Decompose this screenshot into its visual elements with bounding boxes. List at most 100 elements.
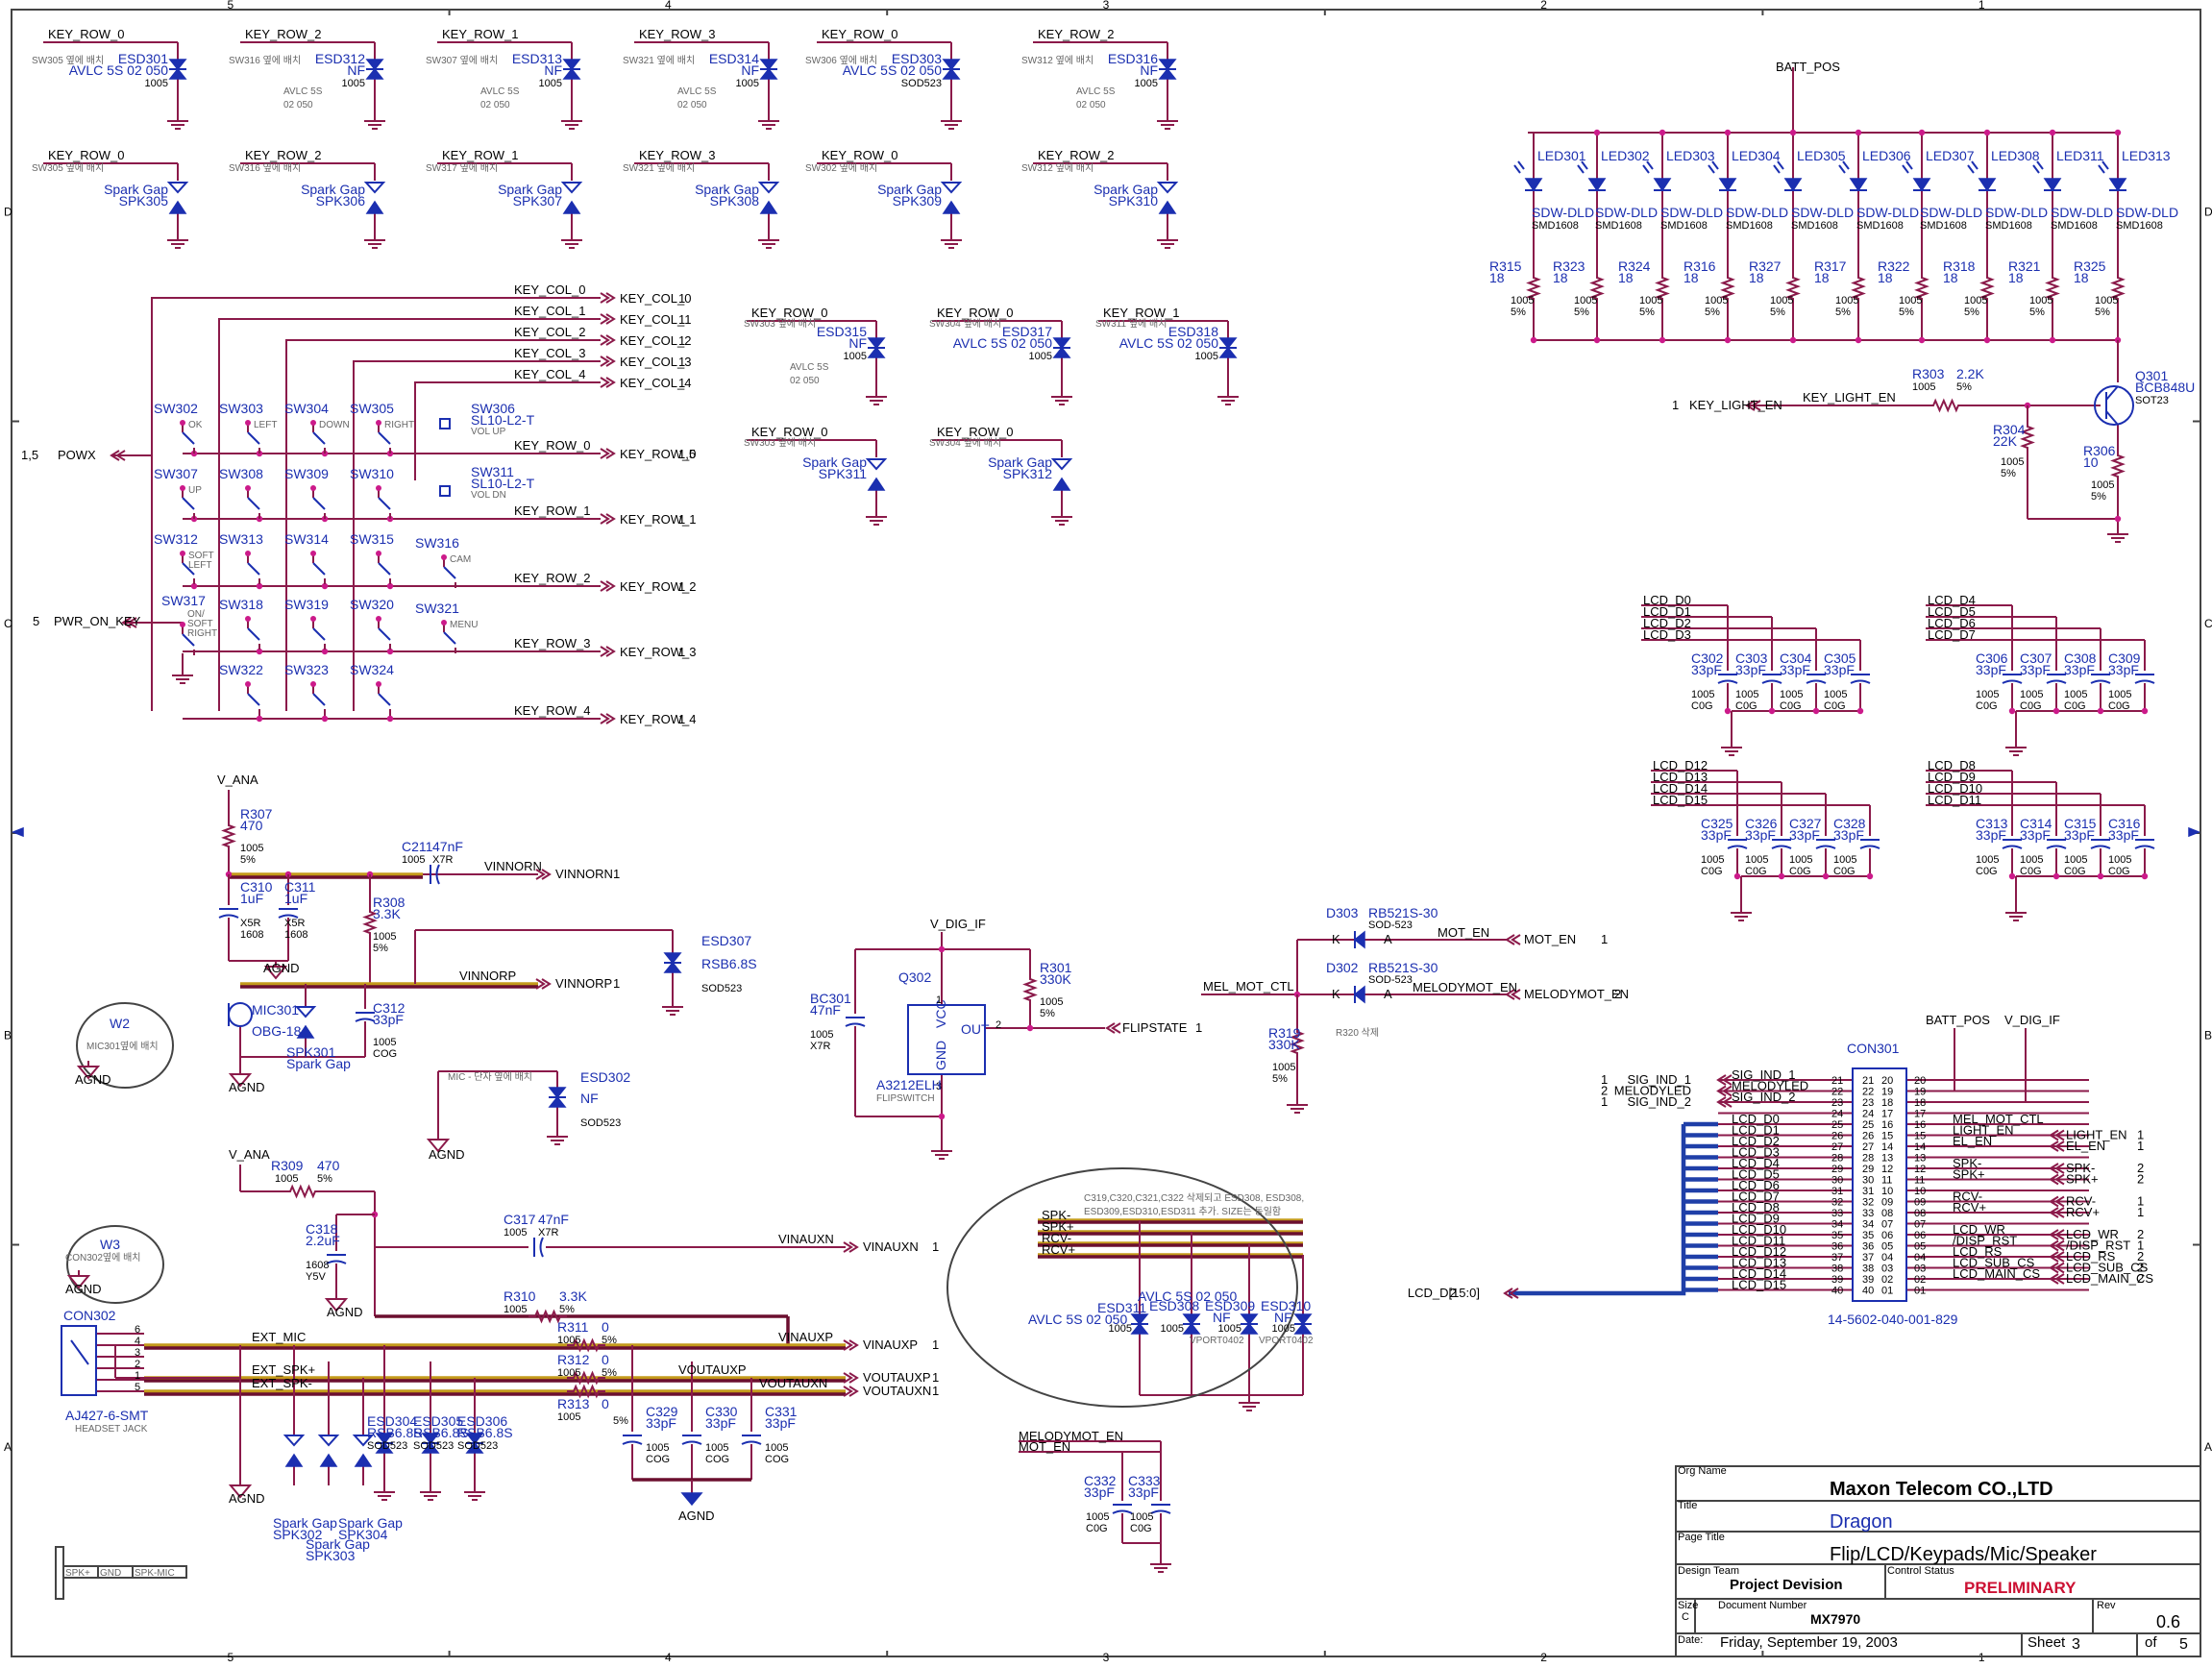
r308-ref: R308	[373, 895, 406, 910]
lcd-cap-package: 1005	[2108, 689, 2131, 700]
esd-package: SOD523	[901, 78, 942, 89]
diode-D303	[1353, 930, 1365, 949]
lcd-net-label: LCD_D11	[1928, 793, 1981, 807]
key-col-net: KEY_COL_0	[514, 282, 585, 297]
key-col-net: KEY_COL_4	[514, 367, 585, 381]
con301-out-port-2	[2054, 1251, 2065, 1263]
con301-out-port-2	[2054, 1239, 2065, 1252]
col-marker-top: 5	[227, 0, 233, 12]
con301-inner-right-pin: 05	[1881, 1241, 1893, 1253]
esd-value: NF	[741, 62, 759, 78]
spk-ref: SPK312	[1003, 466, 1053, 481]
key-col-port-2	[605, 377, 616, 388]
led-resistor-ref: R323	[1553, 258, 1585, 274]
led-resistor-R327	[1785, 271, 1801, 306]
lcd-cap-package: 1005	[1976, 689, 1999, 700]
con301-left-net: LCD_D5	[1732, 1167, 1780, 1182]
con301-left-pin: 40	[1831, 1286, 1843, 1297]
sw306-function: VOL UP	[471, 427, 506, 437]
parts-layer	[55, 59, 2155, 1600]
resistor-zigzag	[1979, 271, 1995, 306]
con301-inner-left-pin: 38	[1862, 1263, 1874, 1275]
switch-function: LEFT	[188, 560, 211, 571]
con301-right-net: /DISP_RST	[1953, 1234, 2017, 1248]
vinauxp-net: VINAUXP	[778, 1330, 833, 1344]
con301-inner-left-pin: 22	[1862, 1087, 1874, 1098]
lcd-cap-package: 1005	[1701, 854, 1724, 866]
tvs-lower	[168, 67, 187, 80]
keylight-net: KEY_LIGHT_EN	[1803, 390, 1896, 405]
switch-node	[245, 681, 251, 687]
d302-ref: D302	[1326, 960, 1359, 975]
con302-ref: CON302	[63, 1308, 116, 1323]
con301-out-port-label: SPK-	[2066, 1161, 2095, 1175]
con301-right-net: LCD_RS	[1953, 1244, 2003, 1259]
lcd-cap-package: 1005	[1833, 854, 1856, 866]
spark-lower	[319, 1453, 338, 1467]
junction-dot	[1530, 336, 1537, 344]
bottom-box-label: SPK+	[65, 1568, 90, 1579]
con301-left-net: LCD_D3	[1732, 1145, 1780, 1160]
switch-function: DOWN	[319, 420, 350, 430]
resistor-zigzag	[1851, 271, 1866, 306]
vinauxp-label: VINAUXP	[863, 1337, 918, 1352]
pwr-port	[121, 617, 132, 628]
led-resistor-tolerance: 5%	[1639, 307, 1655, 318]
con301-out-port-2	[2054, 1207, 2065, 1218]
switch-ref: SW310	[350, 466, 394, 481]
spk-ref: SPK308	[710, 193, 760, 208]
powx-port-2	[115, 450, 126, 461]
flip-vdig-net: V_DIG_IF	[930, 917, 986, 931]
lcd-cap-C303	[1761, 674, 1782, 684]
switch-SW315	[376, 551, 391, 584]
q302-pin2: 2	[995, 1019, 1001, 1031]
r306-value: 10	[2083, 454, 2099, 470]
con301-right-pin: 14	[1914, 1141, 1926, 1153]
spk-placement-note: SW305 옆에 배치	[32, 162, 104, 174]
key-col-page: 1	[678, 312, 685, 327]
tvs-lower	[942, 67, 961, 80]
lcd-cap-package: 1005	[1735, 689, 1758, 700]
connector-CON301-body	[1852, 1067, 1907, 1302]
key-row-port-label: KEY_ROW_3	[620, 645, 696, 659]
junction-dot	[1983, 336, 1991, 344]
voutauxp-label: VOUTAUXP	[863, 1370, 931, 1385]
con301-left-pin: 30	[1831, 1175, 1843, 1187]
esd-ref: ESD313	[512, 51, 562, 66]
col-marker-bottom: 4	[665, 1651, 672, 1663]
con301-right-pin: 07	[1914, 1219, 1926, 1231]
spk-ground	[1157, 233, 1178, 249]
q302-out-pin: OUT	[961, 1021, 990, 1037]
sheet-value: 3	[2072, 1636, 2080, 1653]
spk-ref: SPK305	[119, 193, 169, 208]
spk-label: Spark Gap	[301, 182, 365, 197]
switch-contact	[378, 627, 391, 641]
led-package: SMD1608	[1660, 220, 1708, 232]
led-package: SMD1608	[1791, 220, 1838, 232]
lcd-net-label: LCD_D12	[1653, 758, 1708, 773]
bottom-box	[62, 1565, 187, 1579]
w2-ref: W2	[110, 1016, 130, 1031]
lcd-cap-C314	[2046, 839, 2067, 849]
voutauxp-port-2	[848, 1372, 859, 1384]
esd-note-net: SPK-	[1042, 1208, 1070, 1222]
r311-package: 1005	[557, 1335, 580, 1346]
led-resistor-ref: R327	[1749, 258, 1782, 274]
tvs-upper	[759, 59, 778, 71]
esd-package: 1005	[736, 78, 759, 89]
switch-ref: SW318	[219, 597, 263, 612]
esd-package: 1005	[539, 78, 562, 89]
lcd-cap-package: 1005	[1745, 854, 1768, 866]
con301-out-port-2	[2054, 1141, 2065, 1152]
key-row-net: KEY_ROW_0	[514, 438, 590, 453]
con301-out-port-label: LIGHT_EN	[2066, 1128, 2127, 1142]
junction-dot	[2049, 129, 2056, 136]
c317-package: 1005	[504, 1227, 527, 1239]
led-value: SDW-DLD	[2051, 205, 2113, 220]
esd-ground	[941, 113, 962, 130]
d303-k: K	[1332, 932, 1340, 946]
w2-note: MIC301옆에 배치	[86, 1041, 159, 1052]
spk304-value: Spark Gap	[338, 1515, 403, 1531]
spark-upper	[940, 182, 963, 194]
con301-sig-port	[1716, 1096, 1727, 1108]
